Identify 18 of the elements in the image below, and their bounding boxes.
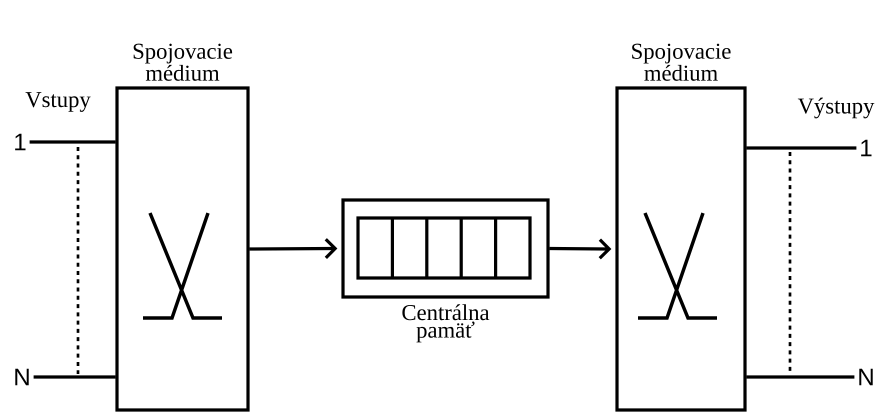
arrow — [550, 238, 612, 260]
switch-box: Spojovacie médium — [615, 44, 747, 412]
arrow — [250, 238, 338, 260]
switch-box: Spojovacie médium — [115, 44, 250, 412]
node-label: Spojovacie médium — [632, 44, 731, 81]
port-label: 1 — [861, 140, 872, 156]
connector-line — [746, 375, 854, 379]
connector-line — [30, 140, 116, 144]
node-label: Spojovacie médium — [134, 44, 232, 81]
buffer-box: Centrálna pamäť — [341, 198, 550, 342]
group-label: Vstupy — [26, 92, 91, 112]
connector-line — [746, 146, 856, 150]
port-label: N — [15, 368, 29, 386]
node-label: Centrálna pamäť — [402, 304, 490, 342]
connector-line — [34, 375, 116, 379]
group-label: Výstupy — [798, 98, 874, 118]
port-label: N — [859, 368, 873, 386]
port-label: 1 — [15, 134, 26, 150]
